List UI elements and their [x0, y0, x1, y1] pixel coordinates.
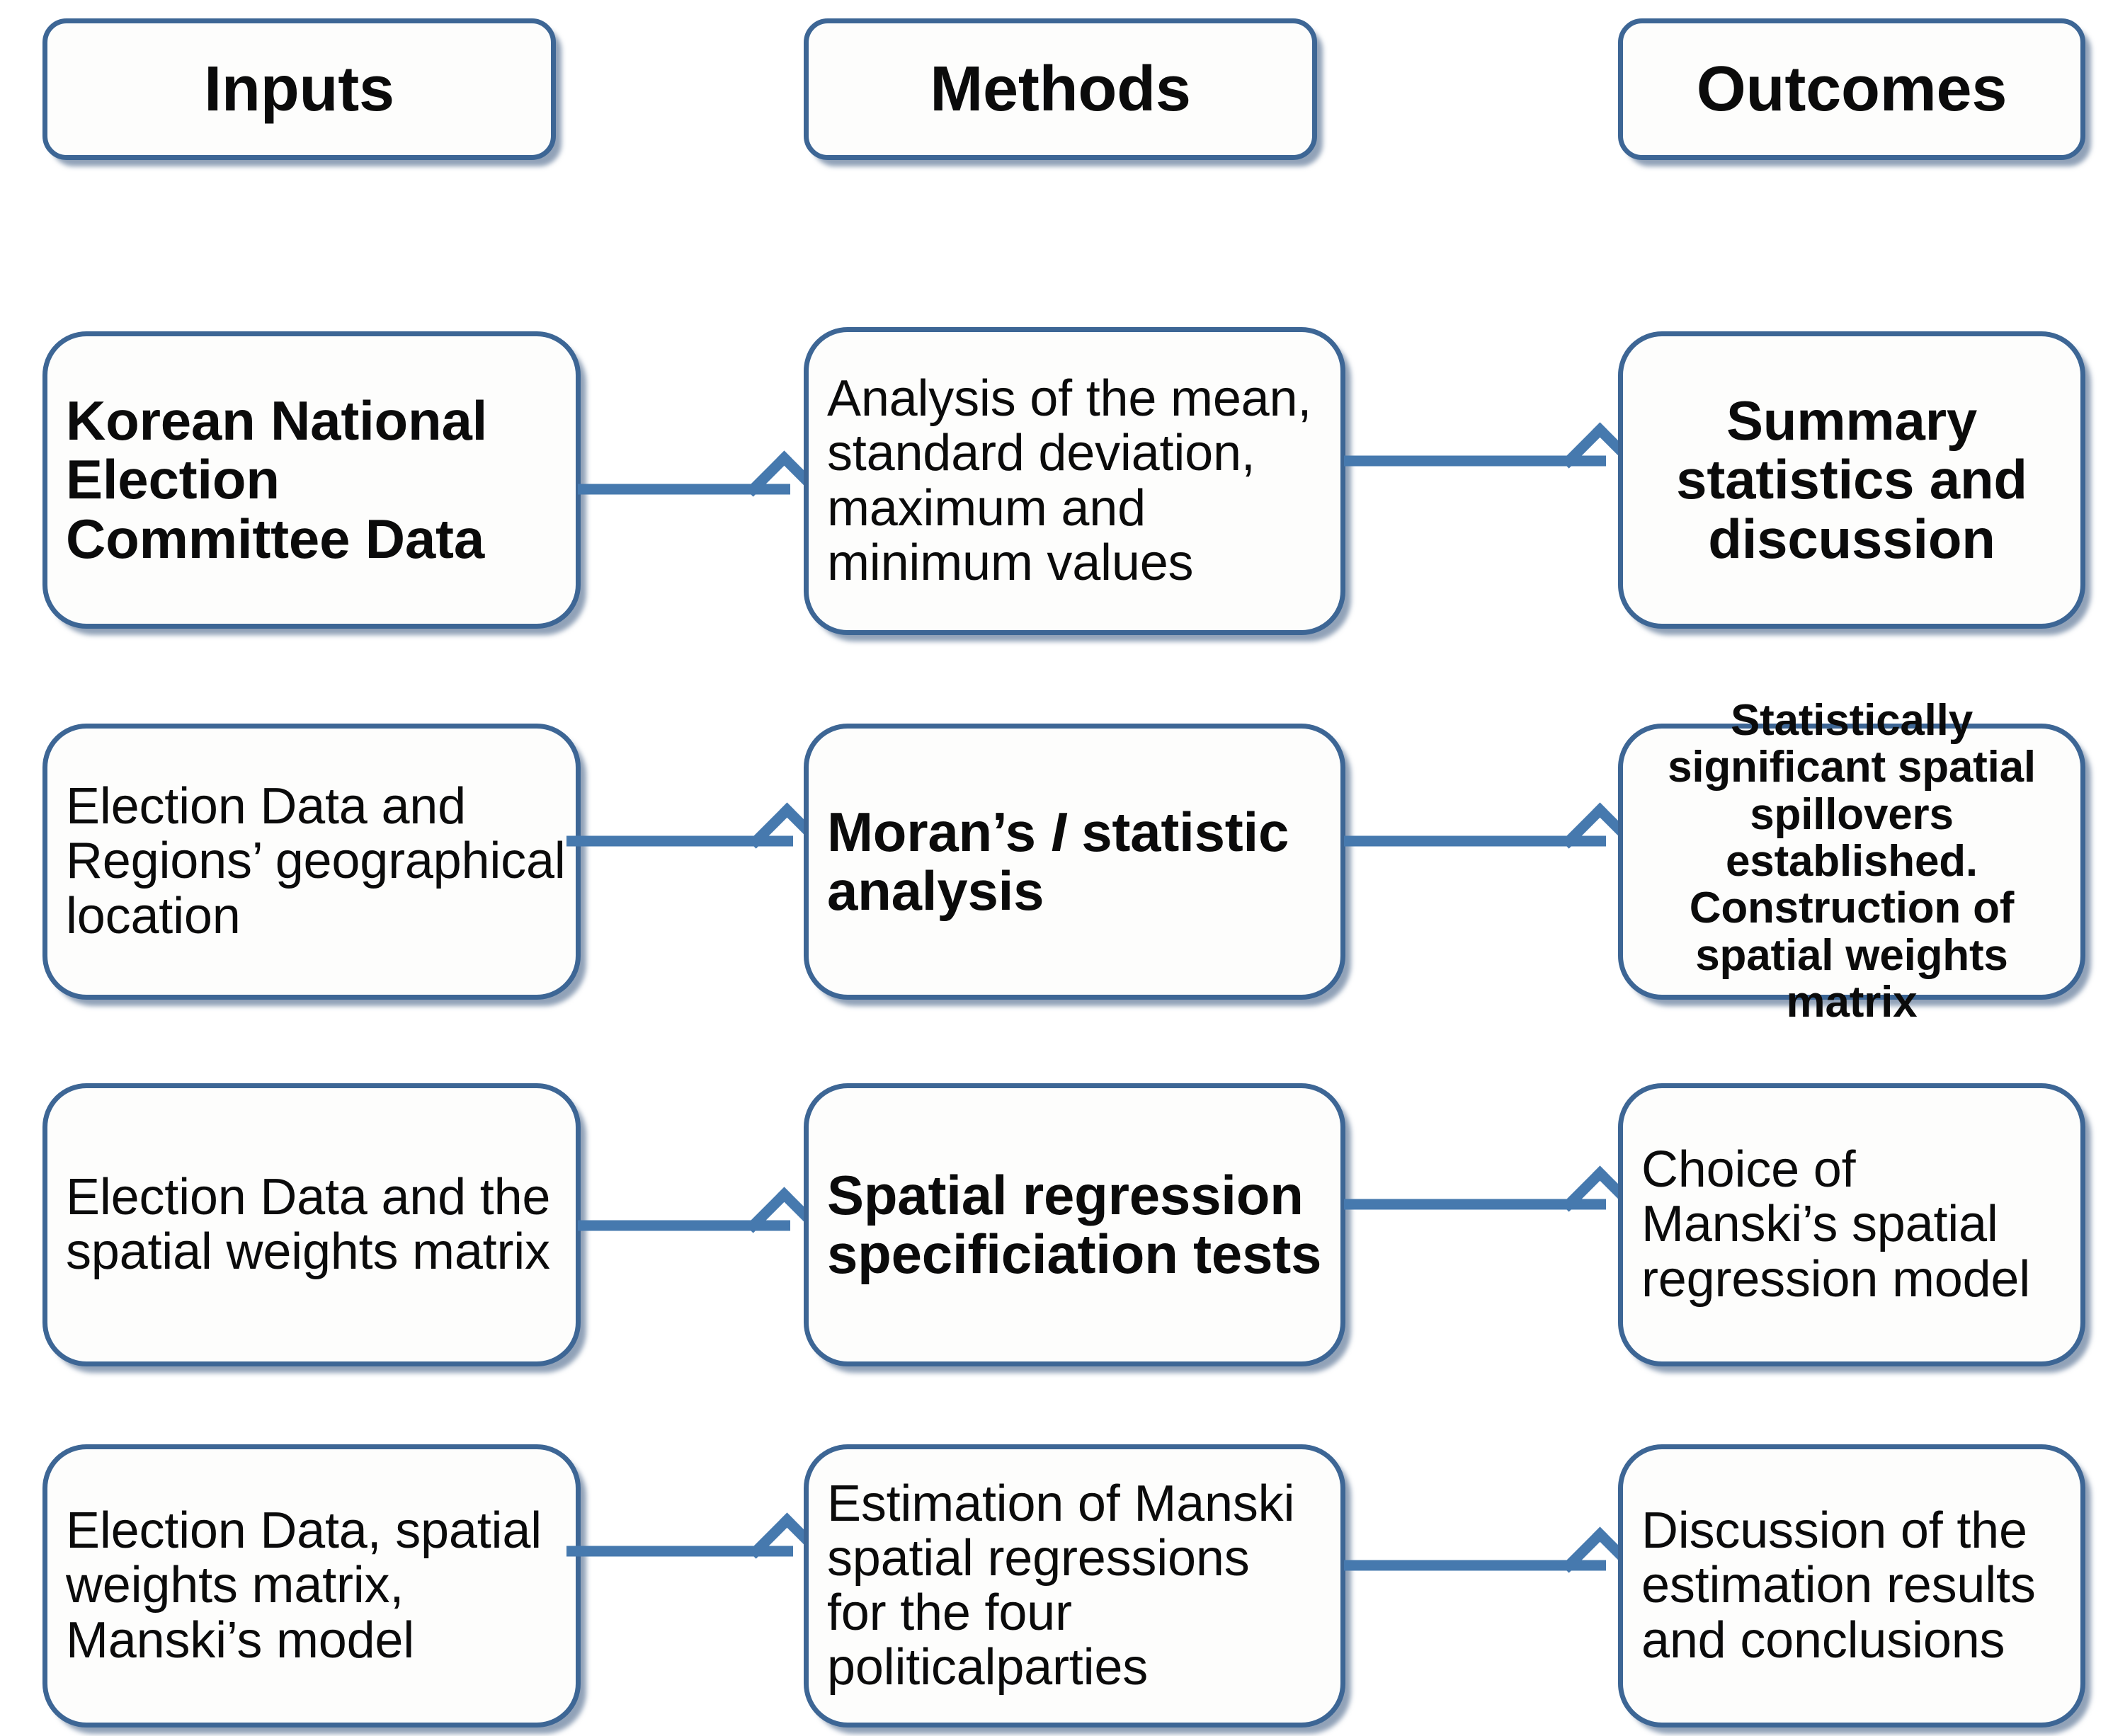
column-header-outcomes-label: Outcomes: [1696, 53, 2007, 125]
arrow-methods-to-outcomes-row-2: [1344, 802, 1639, 880]
arrow-shaft: [1344, 455, 1606, 467]
arrow-shaft: [1344, 835, 1606, 847]
node-outcome-row-3: Choice of Manski’s spatial regression mo…: [1618, 1083, 2085, 1366]
column-header-methods: Methods: [804, 18, 1317, 160]
node-outcome-row-1-label: Summary statistics and discussion: [1676, 389, 2027, 570]
node-input-row-4: Election Data, spatial weights matrix, M…: [42, 1444, 581, 1728]
node-method-row-4-label: Estimation of Manski spatial regressions…: [827, 1475, 1295, 1696]
column-header-inputs-label: Inputs: [204, 53, 394, 125]
node-method-row-2-label-post: statistic analysis: [827, 800, 1289, 922]
node-outcome-row-3-label: Choice of Manski’s spatial regression mo…: [1641, 1141, 2031, 1308]
node-method-row-3: Spatial regression specificiation tests: [804, 1083, 1345, 1366]
node-input-row-1-label: Korean National Election Committee Data: [66, 389, 488, 570]
node-method-row-2: Moran’s I statistic analysis: [804, 724, 1345, 1000]
node-input-row-3: Election Data and the spatial weights ma…: [42, 1083, 581, 1366]
node-outcome-row-4: Discussion of the estimation results and…: [1618, 1444, 2085, 1728]
column-header-outcomes: Outcomes: [1618, 18, 2085, 160]
node-method-row-1-label: Analysis of the mean, standard deviation…: [827, 370, 1312, 591]
arrow-shaft: [566, 1546, 793, 1557]
column-header-methods-label: Methods: [930, 53, 1191, 125]
column-header-inputs: Inputs: [42, 18, 556, 160]
arrow-shaft: [566, 835, 793, 847]
node-outcome-row-4-label: Discussion of the estimation results and…: [1641, 1502, 2036, 1669]
node-outcome-row-1: Summary statistics and discussion: [1618, 331, 2085, 629]
arrow-shaft: [1344, 1199, 1606, 1210]
arrow-methods-to-outcomes-row-3: [1344, 1165, 1639, 1243]
arrow-methods-to-outcomes-row-4: [1344, 1526, 1639, 1604]
node-method-row-2-label-pre: Moran’s: [827, 800, 1052, 863]
node-method-row-3-label: Spatial regression specificiation tests: [827, 1163, 1322, 1285]
node-input-row-3-label: Election Data and the spatial weights ma…: [66, 1168, 551, 1280]
arrow-shaft: [578, 484, 790, 495]
node-method-row-1: Analysis of the mean, standard deviation…: [804, 327, 1345, 635]
arrow-shaft: [1344, 1560, 1606, 1571]
arrow-methods-to-outcomes-row-1: [1344, 422, 1639, 500]
node-outcome-row-2: Statistically significant spatial spillo…: [1618, 697, 2085, 1026]
arrow-inputs-to-methods-row-3: [578, 1187, 823, 1264]
node-method-row-2-label: Moran’s I statistic analysis: [809, 800, 1340, 922]
node-input-row-1: Korean National Election Committee Data: [42, 331, 581, 629]
node-method-row-2-label-italic: I: [1051, 800, 1066, 863]
arrow-inputs-to-methods-row-2: [566, 802, 826, 880]
arrow-shaft: [578, 1220, 790, 1231]
arrow-inputs-to-methods-row-1: [578, 450, 823, 528]
arrow-inputs-to-methods-row-4: [566, 1512, 826, 1590]
node-method-row-4: Estimation of Manski spatial regressions…: [804, 1444, 1345, 1728]
node-input-row-4-label: Election Data, spatial weights matrix, M…: [66, 1502, 542, 1669]
node-outcome-row-2-label: Statistically significant spatial spillo…: [1668, 695, 2036, 1027]
